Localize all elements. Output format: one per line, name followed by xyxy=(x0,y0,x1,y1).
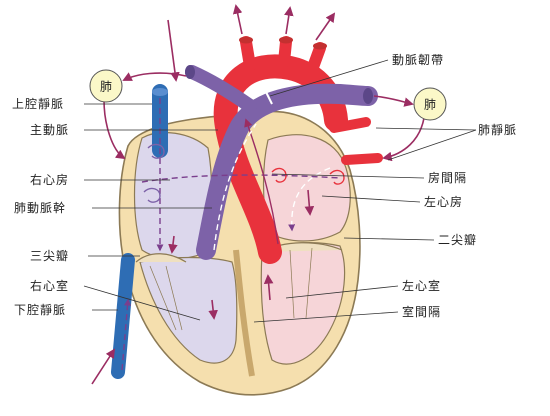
label-tricuspid-valve: 三尖瓣 xyxy=(30,249,69,263)
carotid-artery xyxy=(278,36,292,68)
inferior-vena-cava xyxy=(111,253,135,379)
flow-arrow xyxy=(167,19,180,82)
label-atrial-septum: 房間隔 xyxy=(428,170,467,185)
left-pulmonary-artery xyxy=(185,65,257,113)
label-left-ventricle: 左心室 xyxy=(402,278,441,293)
flow-arrow xyxy=(284,6,294,35)
svc-opening xyxy=(152,88,168,96)
heart-body xyxy=(118,110,361,396)
lung-left-label: 肺 xyxy=(100,80,112,94)
flow-arrow xyxy=(103,99,126,160)
artery-opening xyxy=(239,36,253,44)
flow-arrow xyxy=(122,72,187,81)
pulmonary-vein-upper xyxy=(329,117,371,133)
lung-badge-right: 肺 xyxy=(413,87,447,121)
ventricular-septum-wall xyxy=(233,249,255,377)
pulmonary-artery-opening xyxy=(363,88,373,104)
pulmonary-trunk xyxy=(196,83,378,260)
flow-arrow xyxy=(373,95,414,107)
vessels xyxy=(111,36,383,379)
label-mitral-valve: 二尖瓣 xyxy=(438,233,477,247)
label-left-atrium: 左心房 xyxy=(424,194,463,209)
label-ventricular-septum: 室間隔 xyxy=(402,304,441,319)
label-aortic-ligament: 動脈韌帶 xyxy=(392,52,444,67)
chordae xyxy=(149,247,313,331)
artery-opening xyxy=(313,42,327,50)
lung-badge-left: 肺 xyxy=(89,69,123,103)
ligamentum-arteriosum xyxy=(265,91,273,105)
label-aorta: 主動脈 xyxy=(30,123,69,137)
valve-swirls xyxy=(143,143,345,203)
flow-arrow xyxy=(263,274,274,301)
subclavian-artery xyxy=(306,42,326,76)
label-inferior-vena-cava: 下腔靜脈 xyxy=(14,302,66,317)
brachiocephalic-artery xyxy=(240,36,256,72)
flow-arrow xyxy=(382,117,425,162)
label-pulmonary-trunk: 肺動脈幹 xyxy=(14,200,66,215)
lung-right-label: 肺 xyxy=(424,98,436,112)
tricuspid-valve-flap xyxy=(135,253,187,263)
flow-arrow xyxy=(208,299,218,320)
flow-arrows xyxy=(91,4,425,385)
flow-arrow xyxy=(315,12,336,41)
pulmonary-artery-opening xyxy=(185,65,195,79)
label-superior-vena-cava: 上腔靜脈 xyxy=(12,96,64,111)
labels: 動脈韌帶 上腔靜脈 主動脈 肺靜脈 房間隔 右心房 左心房 肺動脈幹 二尖瓣 三… xyxy=(12,52,517,319)
label-right-atrium: 右心房 xyxy=(30,172,69,187)
left-ventricle xyxy=(260,242,346,365)
artery-opening xyxy=(279,36,293,44)
aorta xyxy=(213,54,348,264)
flow-arrow xyxy=(91,348,116,385)
label-pulmonary-veins: 肺靜脈 xyxy=(478,123,517,137)
label-right-ventricle: 右心室 xyxy=(30,278,69,293)
flow-arrow xyxy=(168,235,178,254)
pulmonary-vein-lower xyxy=(341,153,383,165)
leader-lines xyxy=(83,59,477,323)
flow-arrow xyxy=(304,189,315,216)
flow-arrow xyxy=(232,4,243,35)
